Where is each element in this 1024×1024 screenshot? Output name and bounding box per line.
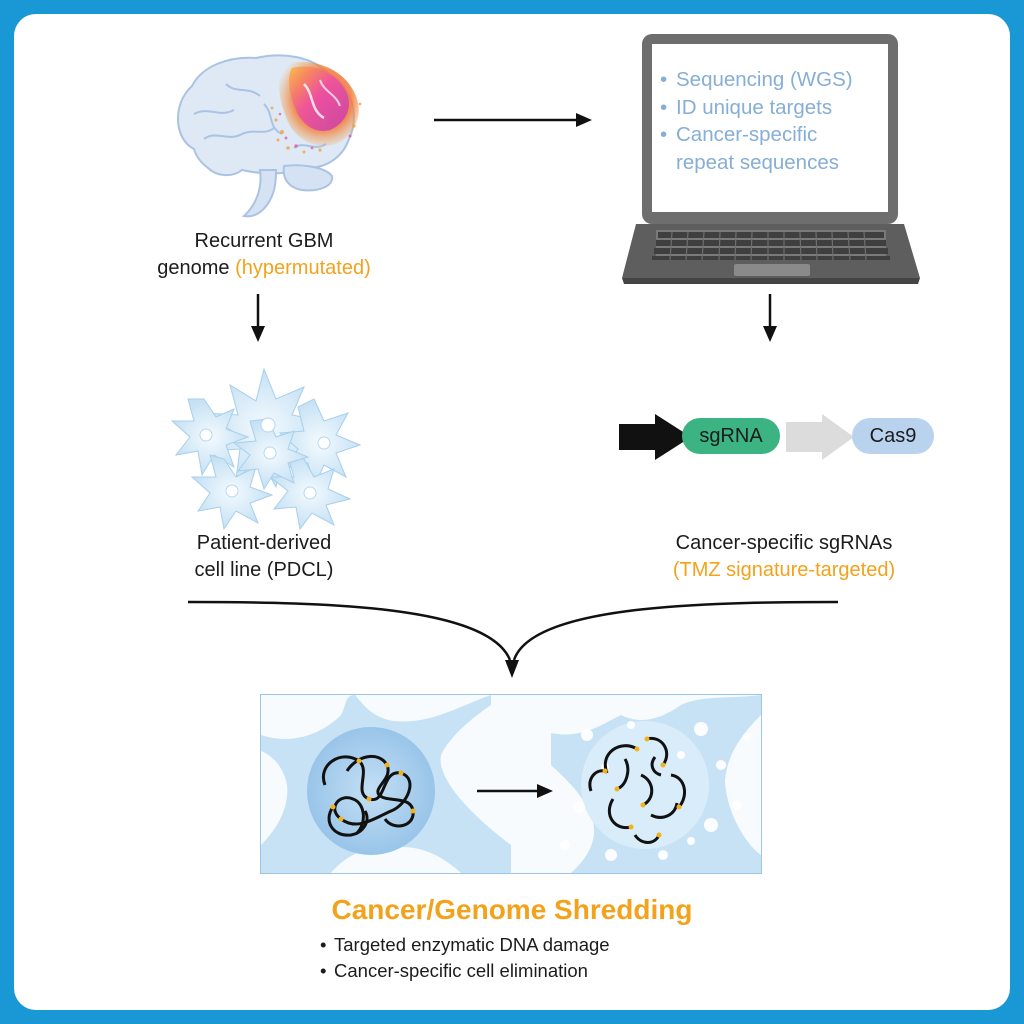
arrow-before-to-after: [477, 784, 553, 798]
figure-panel: Recurrent GBM genome (hypermutated): [14, 14, 1010, 1010]
arrow-laptop-to-construct: [763, 294, 777, 342]
promoter-arrow-icon: [619, 414, 691, 460]
laptop-screen-list: Sequencing (WGS) ID unique targets Cance…: [660, 66, 853, 176]
arrow-brain-to-cells: [251, 294, 265, 342]
cells-label-line1: Patient-derived: [196, 532, 332, 554]
cells-label-line2: cell line (PDCL): [194, 559, 334, 581]
construct-caption-line1: Cancer-specific sgRNAs: [675, 532, 893, 554]
outcome-bullets: Targeted enzymatic DNA damage Cancer-spe…: [320, 932, 610, 984]
brain-label-genome: genome: [157, 257, 236, 279]
merge-bracket-arrow: [187, 600, 839, 678]
tmz-label: (TMZ signature-targeted): [672, 559, 896, 581]
screen-item-continued: repeat sequences: [676, 150, 839, 174]
construct-caption: Cancer-specific sgRNAs (TMZ signature-ta…: [634, 530, 934, 584]
hypermutated-label: (hypermutated): [235, 257, 371, 279]
gray-arrow-icon: [786, 414, 854, 460]
sgrna-pill: sgRNA: [682, 418, 780, 454]
screen-item: Cancer-specific: [660, 121, 853, 149]
outcome-bullet: Targeted enzymatic DNA damage: [320, 932, 610, 958]
cas9-pill: Cas9: [852, 418, 934, 454]
cell-cluster-icon: [170, 367, 362, 531]
outcome-box: [260, 694, 762, 874]
outcome-title: Cancer/Genome Shredding: [331, 894, 693, 925]
outcome-bullet: Cancer-specific cell elimination: [320, 958, 610, 984]
brain-label: Recurrent GBM genome (hypermutated): [114, 228, 414, 282]
screen-item: Sequencing (WGS): [660, 66, 853, 94]
brain-label-line2: genome (hypermutated): [114, 255, 414, 282]
brain-label-line1: Recurrent GBM: [194, 230, 334, 252]
cells-label: Patient-derived cell line (PDCL): [114, 530, 414, 584]
cell-after-icon: [551, 695, 761, 873]
brain-icon: [177, 54, 362, 218]
arrow-brain-to-laptop: [434, 113, 592, 127]
screen-item: ID unique targets: [660, 94, 853, 122]
cell-before-icon: [261, 695, 511, 873]
